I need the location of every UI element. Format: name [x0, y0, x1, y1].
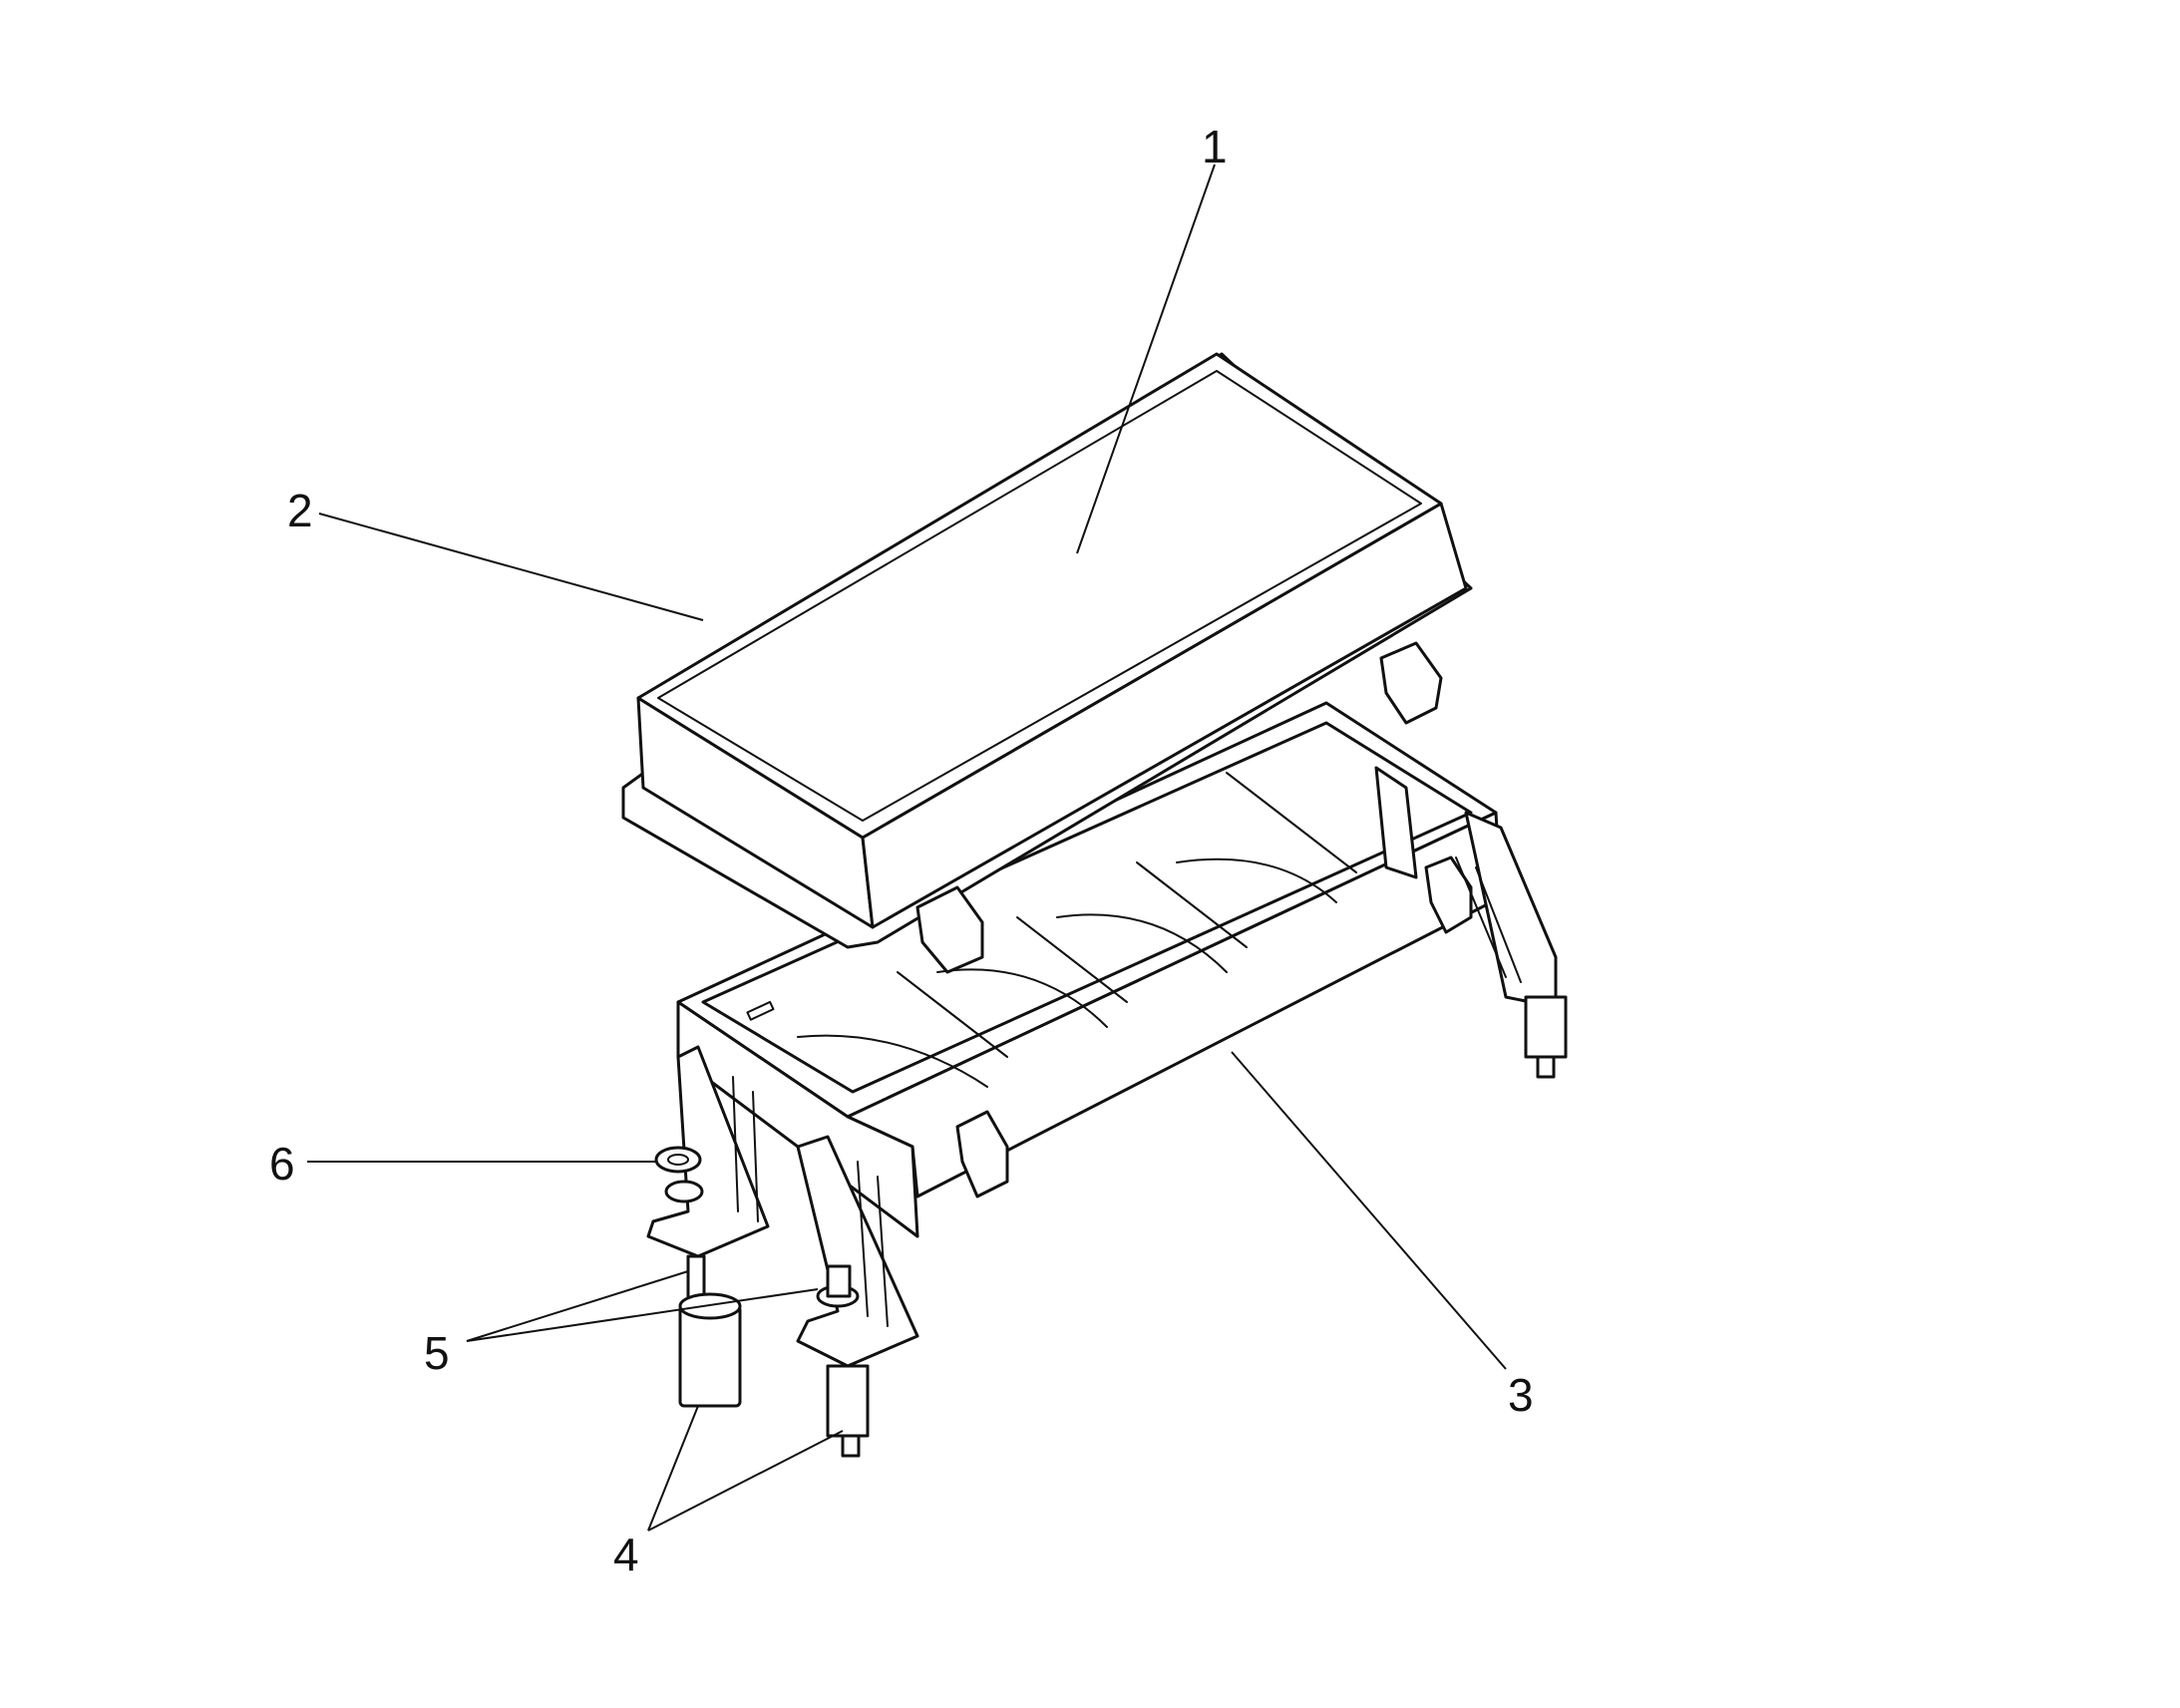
callout-4: 4	[613, 1529, 639, 1580]
standoff-right	[826, 1364, 870, 1438]
leader-4a	[647, 1405, 699, 1532]
hardware	[654, 995, 1568, 1458]
callout-labels: 1 2 3 4 5 6	[269, 121, 1534, 1580]
compartment-curve-2	[936, 968, 1108, 1028]
cover-tab-left	[915, 885, 984, 974]
washer	[654, 1146, 702, 1174]
compartment-curve-1	[797, 1034, 988, 1088]
latch-front-right	[1424, 855, 1473, 934]
cover-top	[636, 352, 1443, 840]
standoff-far-right	[1524, 995, 1568, 1059]
latch-front-left	[955, 1110, 1009, 1198]
leader-lines	[307, 164, 1507, 1532]
callout-6: 6	[269, 1138, 295, 1190]
callout-2: 2	[287, 485, 313, 536]
cover-top-inner-edge	[657, 370, 1422, 822]
leader-5a	[466, 1270, 689, 1342]
leader-4b	[647, 1430, 844, 1532]
callout-5: 5	[424, 1327, 450, 1379]
screw-head-left	[664, 1180, 704, 1203]
callout-1: 1	[1202, 121, 1228, 172]
leader-2	[318, 512, 704, 621]
leader-1	[1076, 164, 1216, 554]
compartment-curve-4	[1176, 857, 1337, 903]
compartment-curve-3	[1056, 913, 1228, 973]
base-leg-left-front	[796, 1135, 919, 1368]
standoff-left	[678, 1304, 742, 1408]
base-end-wall	[676, 1000, 919, 1238]
leader-5b	[466, 1288, 819, 1342]
box-base	[646, 701, 1558, 1368]
box-cover	[621, 352, 1473, 974]
cover-tab-right	[1379, 641, 1443, 725]
base-leg-right-rear	[1374, 766, 1418, 879]
leader-3	[1231, 1051, 1507, 1370]
callout-3: 3	[1508, 1369, 1534, 1421]
base-cavity	[701, 721, 1473, 1094]
base-slot	[746, 1000, 775, 1021]
